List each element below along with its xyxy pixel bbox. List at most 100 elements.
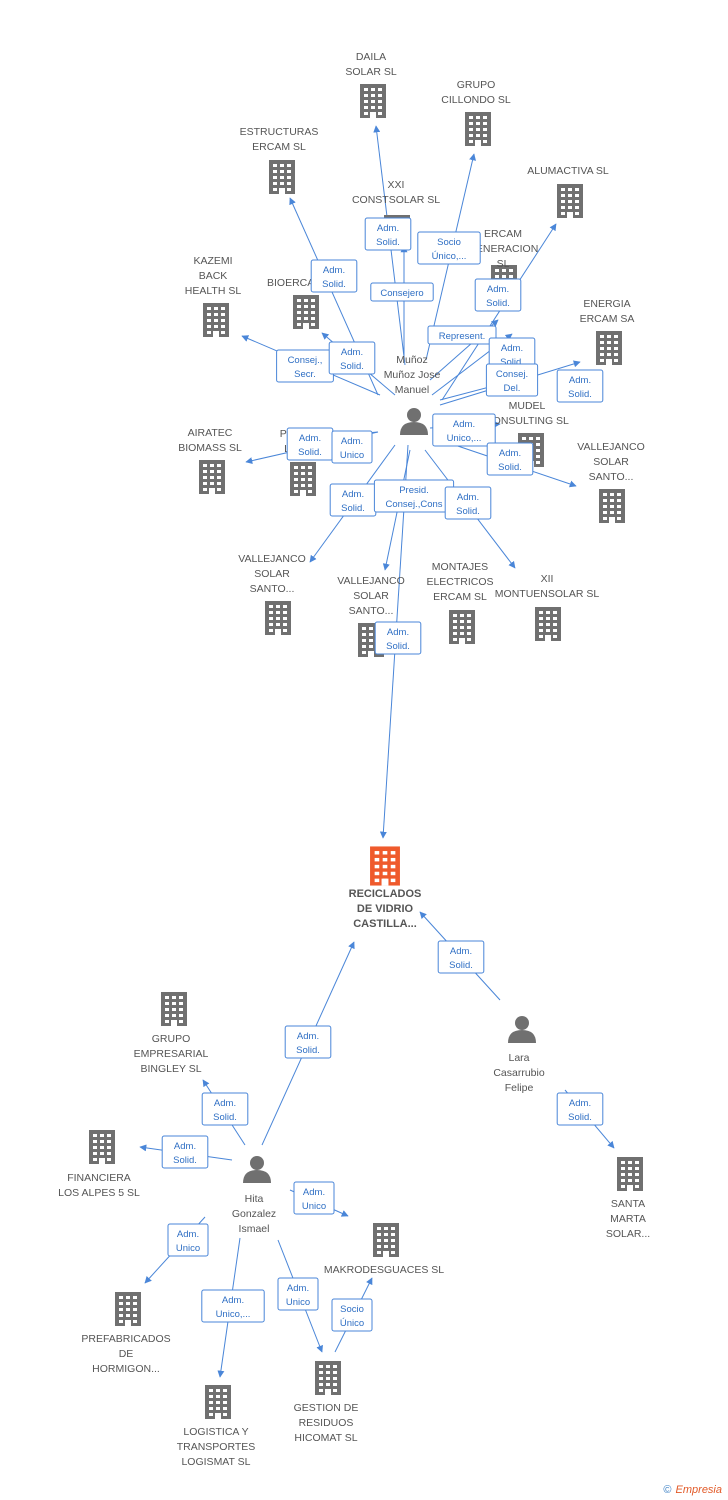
company-name-cillondo[interactable]: CILLONDO SL (441, 94, 511, 106)
person-name-p_lara[interactable]: Lara (508, 1052, 529, 1064)
relation-badge[interactable]: SocioÚnico,... (417, 231, 481, 265)
relation-badge[interactable]: Adm.Unico (293, 1181, 335, 1215)
company-name-hicomat[interactable]: HICOMAT SL (294, 1432, 357, 1444)
relation-badge[interactable]: Adm.Unico (331, 430, 373, 464)
relation-badge[interactable]: Adm.Solid. (474, 278, 522, 312)
company-name-alpes[interactable]: FINANCIERA (67, 1172, 131, 1184)
relation-badge[interactable]: Adm.Solid. (161, 1135, 209, 1169)
company-name-mudel[interactable]: CONSULTING SL (485, 415, 569, 427)
company-name-cillondo[interactable]: GRUPO (457, 79, 496, 91)
building-icon[interactable] (373, 1223, 399, 1257)
relation-badge[interactable]: Adm.Solid. (556, 369, 604, 403)
person-icon[interactable] (400, 408, 428, 435)
company-name-ercam_estr[interactable]: ERCAM SL (252, 141, 306, 153)
company-name-prefab[interactable]: HORMIGON... (92, 1363, 160, 1375)
company-name-mudel[interactable]: MUDEL (509, 400, 546, 412)
company-name-xxi[interactable]: XXI (388, 179, 405, 191)
building-icon[interactable] (596, 331, 622, 365)
company-name-prefab[interactable]: DE (119, 1348, 134, 1360)
relation-badge[interactable]: Adm.Solid. (486, 442, 534, 476)
company-name-vall_r[interactable]: VALLEJANCO (577, 441, 645, 453)
company-name-kazemi[interactable]: KAZEMI (193, 255, 232, 267)
company-name-logismat[interactable]: LOGISTICA Y (183, 1426, 248, 1438)
company-name-bioercam[interactable]: BIOERCAM (267, 277, 323, 289)
relation-badge[interactable]: Adm.Unico (277, 1277, 319, 1311)
person-name-p_lara[interactable]: Felipe (505, 1082, 534, 1094)
building-icon[interactable] (535, 607, 561, 641)
company-name-energia[interactable]: ERCAM SA (580, 313, 635, 325)
company-name-bingley[interactable]: BINGLEY SL (140, 1063, 201, 1075)
person-icon[interactable] (508, 1016, 536, 1043)
company-name-bingley[interactable]: GRUPO (152, 1033, 191, 1045)
company-name-daila[interactable]: DAILA (356, 51, 386, 63)
building-icon[interactable] (199, 460, 225, 494)
company-name-logismat[interactable]: TRANSPORTES (177, 1441, 256, 1453)
company-name-santamarta[interactable]: MARTA (610, 1213, 646, 1225)
person-name-p_hita[interactable]: Ismael (239, 1223, 270, 1235)
person-name-p_lara[interactable]: Casarrubio (493, 1067, 545, 1079)
company-name-montajes[interactable]: ELECTRICOS (426, 576, 493, 588)
building-icon[interactable] (265, 601, 291, 635)
company-name-vall_m[interactable]: SOLAR (353, 590, 389, 602)
building-icon[interactable] (617, 1157, 643, 1191)
relation-badge[interactable]: Adm.Solid. (328, 341, 376, 375)
relation-badge[interactable]: Adm.Solid. (284, 1025, 332, 1059)
company-name-prefab[interactable]: PREFABRICADOS (81, 1333, 170, 1345)
company-name-vall_l[interactable]: SANTO... (250, 583, 295, 595)
company-name-santamarta[interactable]: SOLAR... (606, 1228, 650, 1240)
relation-badge[interactable]: Consejero (370, 282, 434, 302)
company-name-ercam_gen[interactable]: GENERACION (468, 243, 539, 255)
company-name-airatec[interactable]: BIOMASS SL (178, 442, 242, 454)
company-name-ercam_gen[interactable]: ERCAM (484, 228, 522, 240)
relation-badge[interactable]: Adm.Solid. (488, 337, 536, 371)
company-name-vall_m[interactable]: SANTO... (349, 605, 394, 617)
company-name-makro[interactable]: MAKRODESGUACES SL (324, 1264, 444, 1276)
relation-badge[interactable]: Adm.Unico (167, 1223, 209, 1257)
company-name-xxi[interactable]: CONSTSOLAR SL (352, 194, 440, 206)
company-name-main[interactable]: RECICLADOS (349, 888, 422, 900)
company-name-kazemi[interactable]: HEALTH SL (185, 285, 242, 297)
building-icon[interactable] (449, 610, 475, 644)
relation-badge[interactable]: Adm.Solid. (310, 259, 358, 293)
person-name-p_hita[interactable]: Hita (245, 1193, 264, 1205)
person-name-p_munoz[interactable]: Muñoz (396, 354, 428, 366)
company-name-xii[interactable]: MONTUENSOLAR SL (495, 588, 600, 600)
main-company-building-icon[interactable] (370, 846, 400, 886)
building-icon[interactable] (557, 184, 583, 218)
building-icon[interactable] (290, 462, 316, 496)
building-icon[interactable] (203, 303, 229, 337)
building-icon[interactable] (89, 1130, 115, 1164)
building-icon[interactable] (599, 489, 625, 523)
company-name-vall_l[interactable]: SOLAR (254, 568, 290, 580)
building-icon[interactable] (205, 1385, 231, 1419)
relation-badge[interactable]: Adm.Solid. (201, 1092, 249, 1126)
company-name-vall_l[interactable]: VALLEJANCO (238, 553, 306, 565)
relation-badge[interactable]: Adm.Solid. (329, 483, 377, 517)
company-name-vall_m[interactable]: VALLEJANCO (337, 575, 405, 587)
building-icon[interactable] (360, 84, 386, 118)
person-icon[interactable] (243, 1156, 271, 1183)
relation-badge[interactable]: Represent. (427, 325, 497, 345)
building-icon[interactable] (115, 1292, 141, 1326)
relation-badge[interactable]: Presid.Consej.,Cons (373, 479, 455, 513)
relation-badge[interactable]: Adm.Solid. (556, 1092, 604, 1126)
building-icon[interactable] (465, 112, 491, 146)
company-name-montajes[interactable]: MONTAJES (432, 561, 488, 573)
company-name-ercam_estr[interactable]: ESTRUCTURAS (240, 126, 319, 138)
person-name-p_munoz[interactable]: Manuel (395, 384, 429, 396)
building-icon[interactable] (315, 1361, 341, 1395)
company-name-main[interactable]: CASTILLA... (353, 918, 417, 930)
person-name-p_hita[interactable]: Gonzalez (232, 1208, 276, 1220)
relation-badge[interactable]: Adm.Unico,... (201, 1289, 265, 1323)
company-name-airatec[interactable]: AIRATEC (188, 427, 233, 439)
building-icon[interactable] (269, 160, 295, 194)
relation-badge[interactable]: Adm.Unico,... (432, 413, 496, 447)
relation-badge[interactable]: Adm.Solid. (437, 940, 485, 974)
company-name-kazemi[interactable]: BACK (199, 270, 228, 282)
relation-badge[interactable]: Consej.Del. (485, 363, 539, 397)
company-name-bingley[interactable]: EMPRESARIAL (134, 1048, 209, 1060)
company-name-hicomat[interactable]: GESTION DE (294, 1402, 359, 1414)
person-name-p_munoz[interactable]: Muñoz Jose (384, 369, 441, 381)
company-name-vall_r[interactable]: SANTO... (589, 471, 634, 483)
company-name-xii[interactable]: XII (541, 573, 554, 585)
